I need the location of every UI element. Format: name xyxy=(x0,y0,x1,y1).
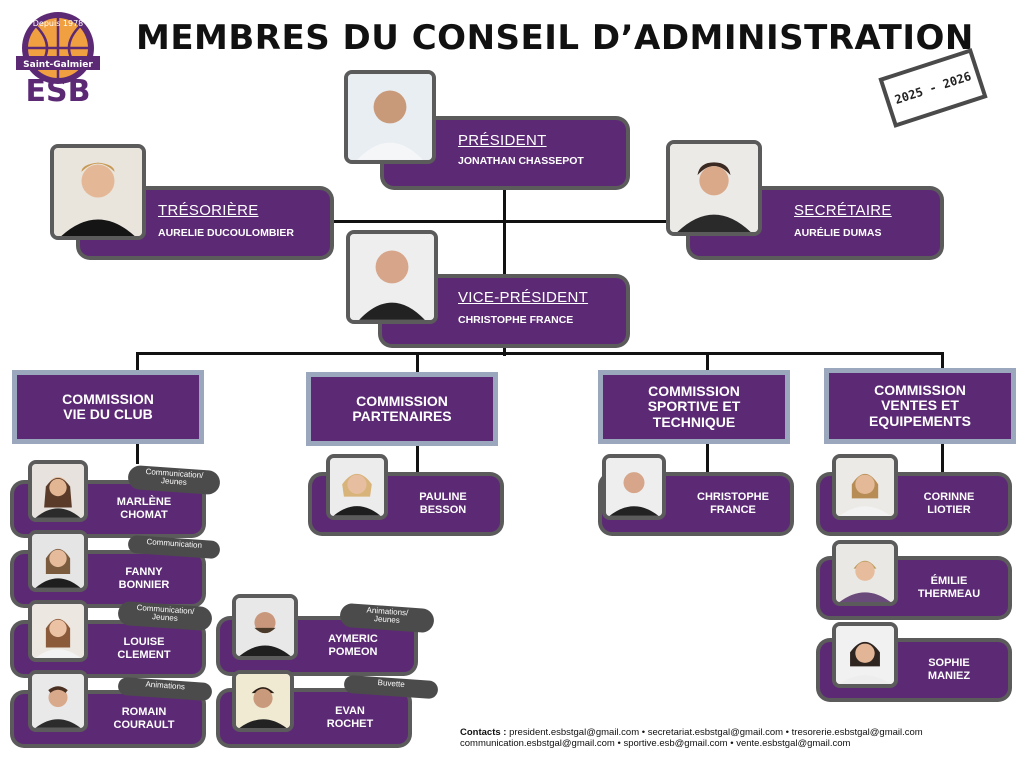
member-photo-courault xyxy=(28,670,88,732)
svg-text:ESB: ESB xyxy=(26,74,91,104)
commission-vie-du-club: COMMISSION VIE DU CLUB xyxy=(12,370,204,444)
connector-commissions xyxy=(136,352,944,355)
club-logo: Depuis 1978 Saint-Galmier ESB xyxy=(10,8,106,109)
connector-vertical-main xyxy=(503,186,506,356)
connector-drop-2 xyxy=(416,352,419,374)
commission-ventes-equipements: COMMISSION VENTES ET EQUIPEMENTS xyxy=(824,368,1016,444)
connector-member-2 xyxy=(416,444,419,474)
contacts-footer: Contacts : president.esbstgal@gmail.com … xyxy=(460,727,923,750)
connector-member-3 xyxy=(706,444,709,474)
member-photo-rochet xyxy=(232,670,294,732)
member-photo-bonnier xyxy=(28,530,88,592)
officer-photo-vice-president xyxy=(346,230,438,324)
page-title: MEMBRES DU CONSEIL D’ADMINISTRATION xyxy=(136,18,974,58)
officer-name: AURELIE DUCOULOMBIER xyxy=(158,227,294,239)
member-photo-maniez xyxy=(832,622,898,688)
member-photo-liotier xyxy=(832,454,898,520)
contacts-label: Contacts : xyxy=(460,727,507,738)
commission-sportive-technique: COMMISSION SPORTIVE ET TECHNIQUE xyxy=(598,370,790,444)
connector-drop-4 xyxy=(941,352,944,372)
officer-name: CHRISTOPHE FRANCE xyxy=(458,314,574,326)
member-photo-thermeau xyxy=(832,540,898,606)
officer-photo-president xyxy=(344,70,436,164)
officer-role: VICE-PRÉSIDENT xyxy=(458,289,589,306)
connector-drop-1 xyxy=(136,352,139,372)
connector-officers xyxy=(330,220,690,223)
svg-text:Depuis 1978: Depuis 1978 xyxy=(33,19,84,28)
connector-member-4 xyxy=(941,444,944,474)
officer-name: JONATHAN CHASSEPOT xyxy=(458,155,584,167)
member-photo-france xyxy=(602,454,666,520)
officer-role: SECRÉTAIRE xyxy=(794,202,892,219)
svg-text:Saint-Galmier: Saint-Galmier xyxy=(23,60,93,70)
member-photo-pomeon xyxy=(232,594,298,660)
officer-role: TRÉSORIÈRE xyxy=(158,202,259,219)
contacts-emails-1: president.esbstgal@gmail.com • secretari… xyxy=(509,727,923,738)
contacts-line-1: Contacts : president.esbstgal@gmail.com … xyxy=(460,727,923,739)
officer-photo-secretaire xyxy=(666,140,762,236)
member-photo-clement xyxy=(28,600,88,662)
member-photo-besson xyxy=(326,454,388,520)
commission-partenaires: COMMISSION PARTENAIRES xyxy=(306,372,498,446)
contacts-line-2: communication.esbstgal@gmail.com • sport… xyxy=(460,737,851,749)
officer-name: AURÉLIE DUMAS xyxy=(794,227,882,239)
officer-photo-tresoriere xyxy=(50,144,146,240)
connector-member-1 xyxy=(136,444,139,464)
officer-role: PRÉSIDENT xyxy=(458,132,547,149)
season-badge: 2025 - 2026 xyxy=(878,48,988,128)
connector-drop-3 xyxy=(706,352,709,372)
member-photo-chomat xyxy=(28,460,88,522)
